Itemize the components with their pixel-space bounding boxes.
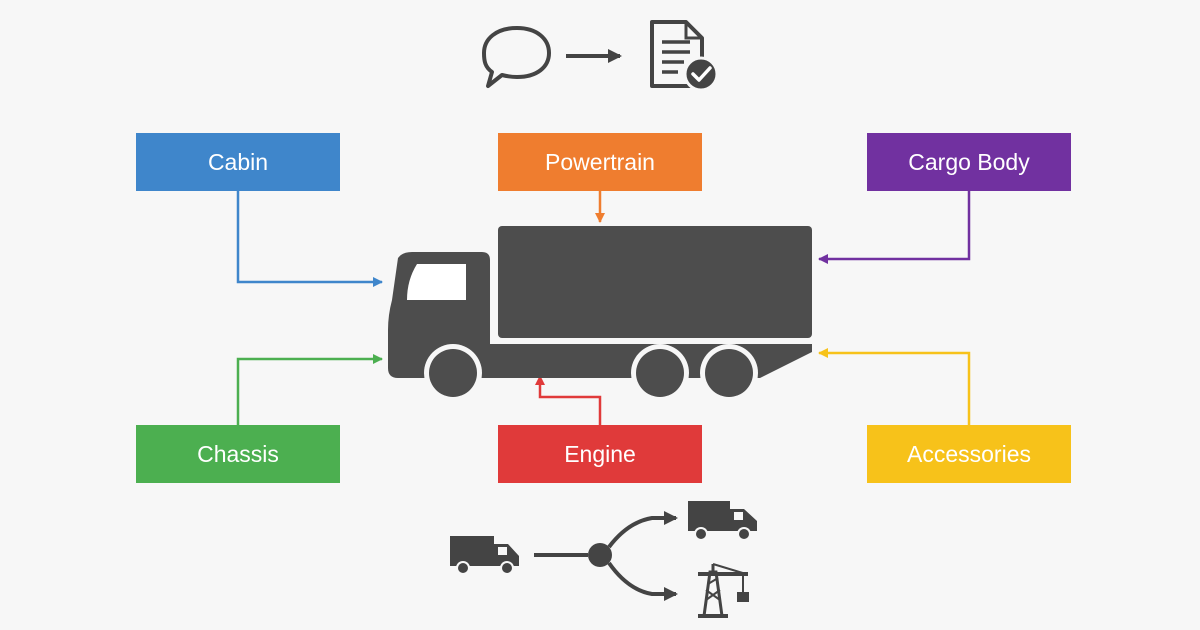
connector-cabin bbox=[236, 191, 383, 287]
wheel-rear-2 bbox=[700, 344, 758, 402]
cab-window bbox=[407, 264, 466, 300]
connector-accessories bbox=[818, 348, 971, 425]
wheel-front bbox=[424, 344, 482, 402]
truck-illustration bbox=[388, 226, 812, 402]
engine-box: Engine bbox=[498, 425, 702, 483]
branch-node-icon bbox=[534, 511, 678, 601]
speech-bubble-icon bbox=[482, 26, 551, 88]
wheel-rear-1 bbox=[631, 344, 689, 402]
connector-cargo-body bbox=[818, 191, 971, 264]
document-check-icon bbox=[650, 20, 719, 92]
cargo-box bbox=[498, 226, 812, 338]
connector-engine bbox=[535, 375, 602, 425]
cabin-box: Cabin bbox=[136, 133, 340, 191]
accessories-label: Accessories bbox=[907, 440, 1031, 467]
truck-cab bbox=[388, 252, 812, 378]
powertrain-label: Powertrain bbox=[545, 148, 655, 175]
connector-chassis bbox=[236, 354, 383, 425]
engine-label: Engine bbox=[564, 440, 636, 467]
cabin-label: Cabin bbox=[207, 148, 269, 175]
chassis-label: Chassis bbox=[197, 440, 279, 467]
delivery-truck-icon bbox=[450, 536, 519, 575]
delivery-truck-icon bbox=[688, 501, 757, 541]
accessories-box: Accessories bbox=[867, 425, 1071, 483]
chassis-box: Chassis bbox=[136, 425, 340, 483]
cargo-body-box: Cargo Body bbox=[867, 133, 1071, 191]
powertrain-box: Powertrain bbox=[498, 133, 702, 191]
cargo-body-label: Cargo Body bbox=[908, 148, 1030, 175]
crane-icon bbox=[698, 563, 749, 618]
